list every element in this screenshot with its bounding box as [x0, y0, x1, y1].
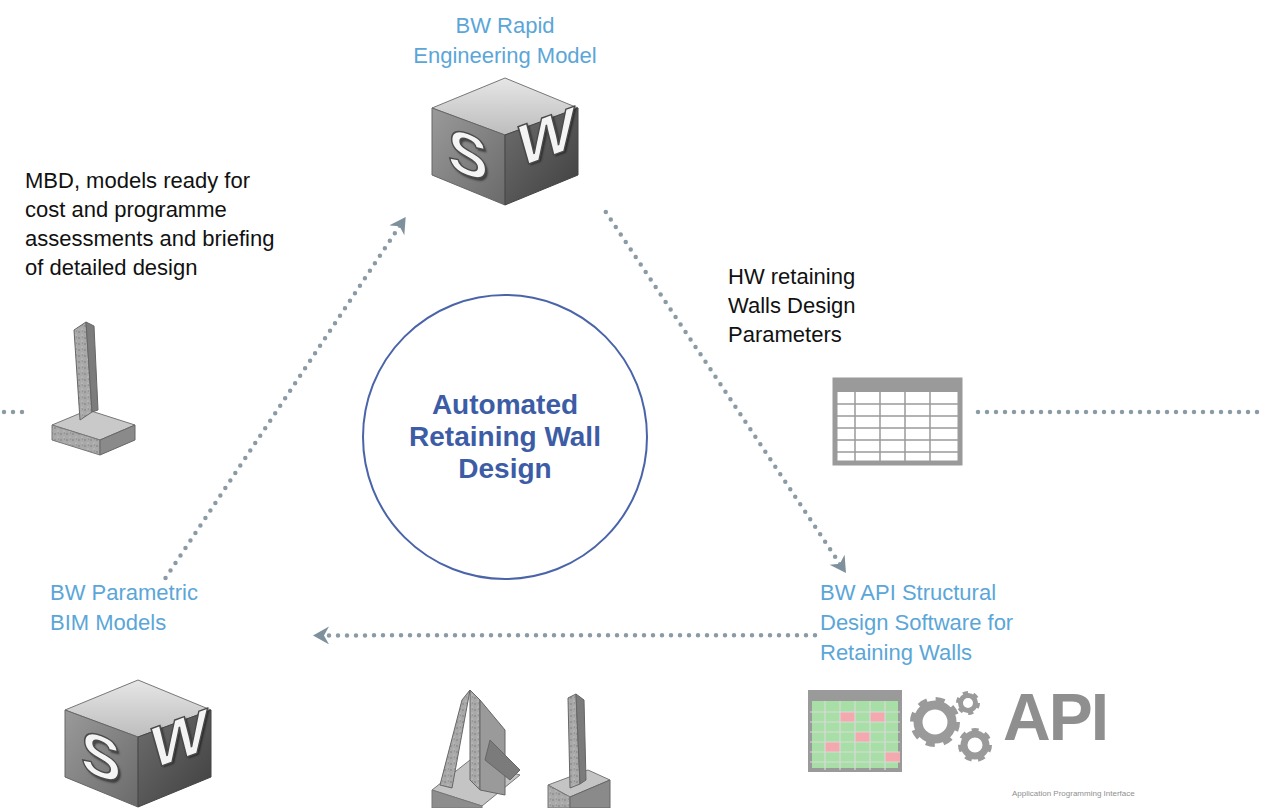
cube-icon — [65, 680, 211, 807]
api-text: API — [1003, 684, 1107, 750]
spreadsheet-icon — [810, 692, 900, 770]
api-software-node: BW API Structural Design Software for Re… — [815, 578, 1060, 682]
node-text: BW Parametric BIM Models — [50, 578, 220, 638]
cube-letter: S — [81, 720, 121, 795]
retaining-wall-figure — [548, 694, 610, 808]
center-circle: Automated Retaining Wall Design — [362, 294, 648, 580]
node-text: BW Rapid Engineering Model — [408, 11, 603, 71]
cube-letter: S — [448, 118, 488, 193]
api-caption: Application Programming Interface — [1012, 790, 1135, 798]
gear-icon — [915, 694, 988, 758]
edge-label: HW retaining Walls Design Parameters — [728, 262, 883, 349]
engineering-model-node: BW Rapid Engineering Model — [385, 5, 625, 212]
node-text: BW API Structural Design Software for Re… — [820, 578, 1048, 668]
cube-icon — [432, 78, 578, 205]
bim-models-node: BW Parametric BIM Models — [45, 578, 307, 648]
dotted-connector — [315, 633, 815, 638]
table-icon — [835, 380, 960, 463]
node-text: Automated Retaining Wall Design — [405, 389, 605, 485]
dotted-line — [4, 410, 30, 415]
retaining-wall-figure — [432, 690, 520, 808]
edge-label: MBD, models ready for cost and programme… — [25, 166, 291, 282]
retaining-wall-figure — [52, 322, 135, 455]
dotted-line — [978, 410, 1262, 415]
